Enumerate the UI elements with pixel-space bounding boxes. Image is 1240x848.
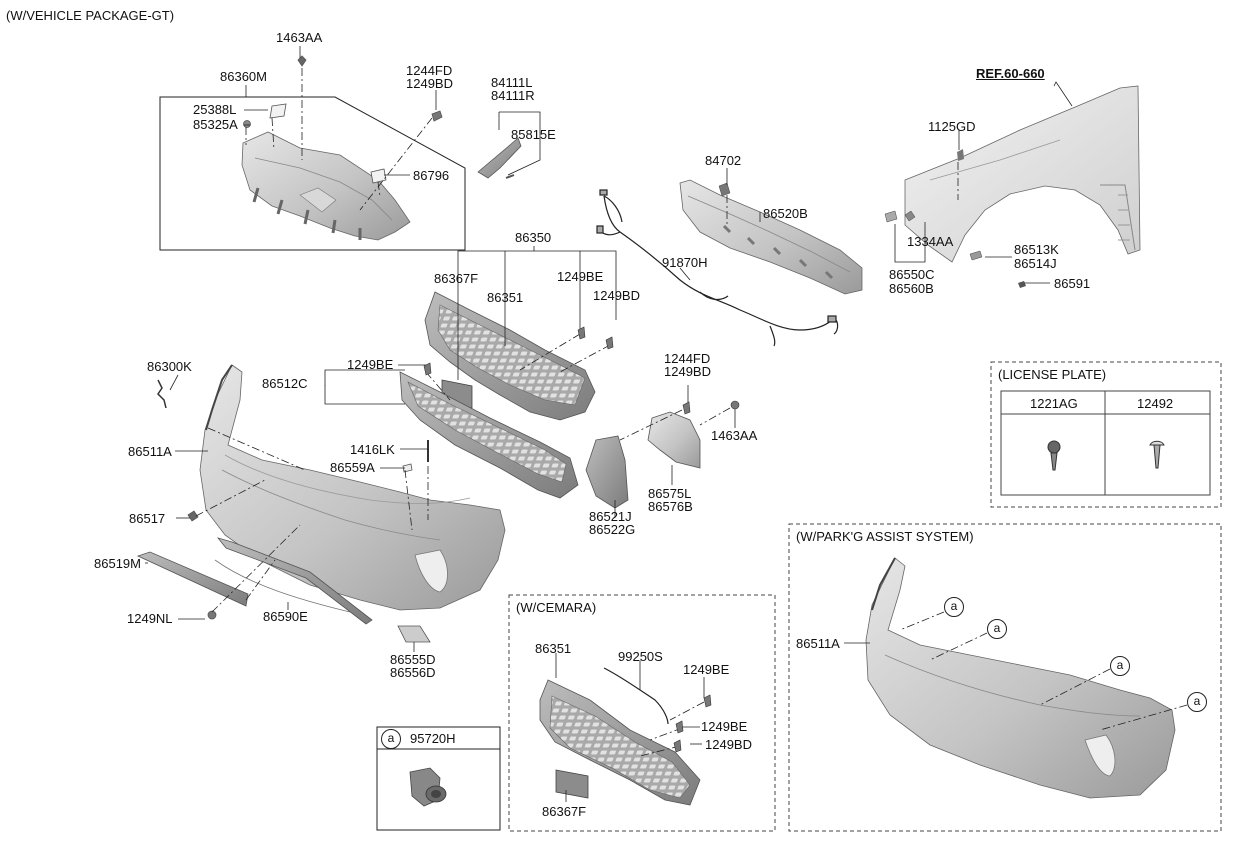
part-86556d[interactable]: 86556D [390, 665, 436, 680]
part-86367f[interactable]: 86367F [434, 271, 479, 286]
camera-part-99250s[interactable]: 99250S [618, 649, 663, 664]
sensor-part-95720h[interactable]: 95720H [410, 731, 456, 746]
camera-part-1249bd[interactable]: 1249BD [705, 737, 752, 752]
part-1249nl[interactable]: 1249NL [127, 611, 173, 626]
camera-part-1249be-b[interactable]: 1249BE [701, 719, 748, 734]
part-86550c[interactable]: 86550C [889, 267, 935, 282]
part-1249bd-mid[interactable]: 1249BD [664, 364, 711, 379]
park-part-86511a[interactable]: 86511A [796, 636, 840, 651]
engine-under-cover [241, 131, 411, 241]
part-1334aa[interactable]: 1334AA [907, 234, 954, 249]
park-assist-box [788, 523, 1222, 832]
marker-a-2: a [987, 619, 1007, 639]
bracket-85815e [477, 137, 522, 179]
part-1249bd-a[interactable]: 1249BD [593, 288, 640, 303]
part-1244fd-mid[interactable]: 1244FD [664, 351, 711, 366]
lower-grille [399, 371, 579, 499]
part-84111r[interactable]: 84111R [491, 88, 535, 103]
license-title: (LICENSE PLATE) [998, 367, 1107, 382]
part-84111l[interactable]: 84111L [491, 75, 533, 90]
camera-grille [539, 667, 701, 806]
part-84702[interactable]: 84702 [705, 153, 742, 168]
side-bracket-86521j [585, 435, 629, 509]
part-1249bd-top[interactable]: 1249BD [406, 76, 453, 91]
cover-box [159, 96, 466, 251]
part-86350[interactable]: 86350 [515, 230, 552, 245]
part-91870h[interactable]: 91870H [662, 255, 708, 270]
part-1463aa-mid[interactable]: 1463AA [711, 428, 758, 443]
camera-part-86367f[interactable]: 86367F [542, 804, 587, 819]
marker-a-1: a [944, 597, 964, 617]
part-1416lk[interactable]: 1416LK [350, 442, 395, 457]
part-86559a[interactable]: 86559A [330, 460, 375, 475]
bumper-small-parts [136, 379, 431, 643]
part-25388l[interactable]: 25388L [193, 102, 237, 117]
license-fastener-icons [1047, 440, 1165, 471]
park-assist-bumper [865, 557, 1176, 799]
leader-lines [145, 46, 1073, 802]
part-86591[interactable]: 86591 [1054, 276, 1091, 291]
sensor-box [376, 726, 501, 831]
side-bracket-86575l [647, 411, 701, 469]
fasteners [423, 326, 740, 753]
park-assist-title: (W/PARK'G ASSIST SYSTEM) [796, 529, 974, 544]
marker-a-4: a [1187, 692, 1207, 712]
camera-part-1249be-a[interactable]: 1249BE [683, 662, 730, 677]
part-86360m[interactable]: 86360M [220, 69, 267, 84]
part-86560b[interactable]: 86560B [889, 281, 934, 296]
part-86555d[interactable]: 86555D [390, 652, 436, 667]
part-86575l[interactable]: 86575L [648, 486, 692, 501]
energy-absorber [679, 179, 863, 295]
part-86796[interactable]: 86796 [413, 168, 450, 183]
license-col-1221ag[interactable]: 1221AG [1030, 396, 1078, 411]
camera-box [508, 594, 776, 832]
ref-label: REF.60-660 [976, 66, 1045, 81]
part-86522g[interactable]: 86522G [589, 522, 636, 537]
part-86351[interactable]: 86351 [487, 290, 524, 305]
part-86514j[interactable]: 86514J [1014, 256, 1057, 271]
license-plate-box [990, 361, 1222, 508]
part-86521j[interactable]: 86521J [589, 509, 632, 524]
part-86300k[interactable]: 86300K [147, 359, 192, 374]
main-title: (W/VEHICLE PACKAGE-GT) [6, 8, 175, 23]
part-86520b[interactable]: 86520B [763, 206, 808, 221]
camera-part-86351[interactable]: 86351 [535, 641, 572, 656]
part-1244fd-top[interactable]: 1244FD [406, 63, 453, 78]
wiring-harness [596, 189, 839, 347]
sensor-marker: a [381, 729, 401, 749]
license-col-12492[interactable]: 12492 [1137, 396, 1174, 411]
part-1125gd[interactable]: 1125GD [928, 119, 976, 134]
camera-title: (W/CEMARA) [516, 600, 597, 615]
part-86511a[interactable]: 86511A [128, 444, 172, 459]
part-86519m[interactable]: 86519M [94, 556, 141, 571]
part-1249be-a[interactable]: 1249BE [557, 269, 604, 284]
part-86517[interactable]: 86517 [129, 511, 166, 526]
cover-small-parts [243, 55, 443, 184]
part-86513k[interactable]: 86513K [1014, 242, 1059, 257]
part-86512c[interactable]: 86512C [262, 376, 308, 391]
part-1463aa-top[interactable]: 1463AA [276, 30, 323, 45]
dash-dot-lines [195, 68, 1188, 757]
part-1249be-b[interactable]: 1249BE [347, 357, 394, 372]
part-85815e[interactable]: 85815E [511, 127, 556, 142]
marker-a-3: a [1110, 656, 1130, 676]
part-86576b[interactable]: 86576B [648, 499, 693, 514]
upper-grille [424, 291, 596, 421]
part-85325a[interactable]: 85325A [193, 117, 238, 132]
part-86590e[interactable]: 86590E [263, 609, 308, 624]
fender [884, 85, 1141, 288]
parking-sensor [409, 767, 447, 807]
